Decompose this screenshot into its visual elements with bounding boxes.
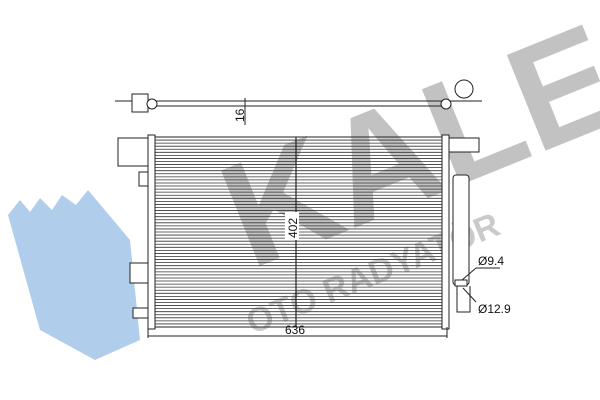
pipe-fitting (454, 279, 468, 287)
depth-dimension: 16 (233, 108, 247, 122)
right-tank (441, 134, 450, 330)
outlet-pipe (456, 286, 471, 313)
left-bracket-top (117, 137, 149, 167)
receiver-drier (452, 174, 470, 286)
width-dimension: 636 (285, 323, 305, 337)
left-mount-mid (138, 171, 149, 187)
left-tank (147, 134, 156, 330)
right-bracket-top (448, 137, 480, 153)
height-dimension: 402 (286, 218, 300, 238)
outlet-diameter-label: Ø12.9 (478, 302, 511, 316)
left-bracket-bottom (129, 262, 149, 284)
condenser-core (117, 134, 500, 338)
left-mount-bottom (132, 307, 149, 319)
watermark-castle-shape (8, 190, 140, 360)
inlet-diameter-label: Ø9.4 (478, 254, 504, 268)
top-view (115, 79, 482, 125)
